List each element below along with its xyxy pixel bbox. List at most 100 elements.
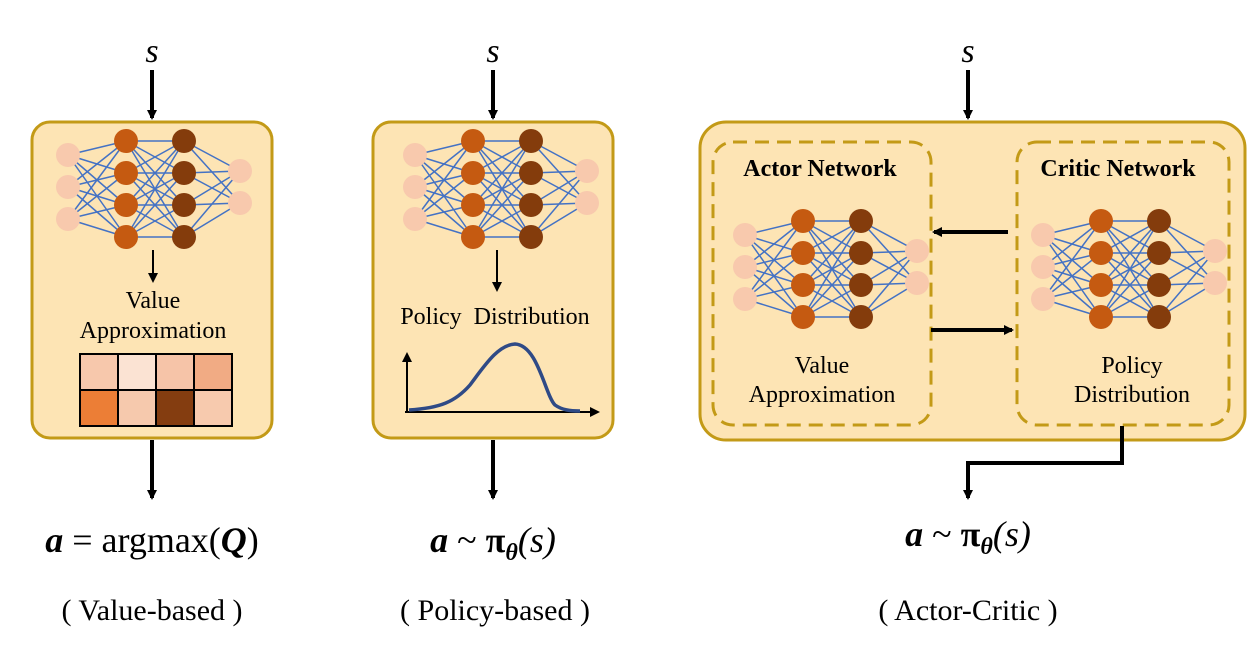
policy-action-pi: π [486,520,506,560]
hidden2-node [172,225,196,249]
value-based-panel: s Value Approximation a = argmax(Q) ( Va… [30,33,274,627]
ac-output-connector [963,426,1124,500]
nn-edge [860,250,918,318]
hidden1-node [1089,273,1113,297]
heatmap-cell [155,353,195,391]
value-action-formula: a = argmax(Q) [45,520,259,560]
heatmap-cell [117,353,157,391]
q-value-heatmap [79,353,233,427]
policy-output-title: Policy Distribution [400,304,589,330]
nn-edge [414,140,474,188]
hidden1-node [791,209,815,233]
hidden2-node [172,129,196,153]
hidden1-node [461,161,485,185]
input-node [733,287,757,311]
output-node [1203,239,1227,263]
value-action-lhs: a [45,520,63,560]
input-node [733,255,757,279]
output-node [575,191,599,215]
input-node [403,175,427,199]
heatmap-cell [79,389,119,427]
policy-caption: ( Policy-based ) [400,594,590,627]
ac-caption: ( Actor-Critic ) [878,594,1057,627]
output-node [228,191,252,215]
ac-action-theta: θ [980,534,993,560]
actor-network-box [711,140,933,427]
nn-edge [744,252,804,300]
actor-output-line2: Approximation [749,382,896,408]
value-neural-network [56,129,252,249]
value-action-q: Q [221,520,247,560]
policy-action-formula: a ~ πθ(s) [430,520,556,566]
hidden1-node [114,225,138,249]
nn-edge [744,220,804,268]
hidden1-node [1089,209,1113,233]
hidden2-node [1147,241,1171,265]
nn-edge [1100,220,1160,286]
critic-output-line2: Distribution [1074,382,1190,408]
nn-edge [67,172,127,220]
critic-neural-network [1031,209,1227,329]
output-node [228,159,252,183]
output-node [905,239,929,263]
hidden2-node [519,225,543,249]
nn-edge [530,170,588,238]
ac-action-pi: π [961,514,981,554]
policy-based-panel: s Policy Distribution a ~ πθ(s) ( Policy… [371,33,615,627]
nn-edge [1100,220,1160,318]
nn-edge [802,220,862,286]
output-node [905,271,929,295]
hidden2-node [1147,273,1171,297]
heatmap-cell [79,353,119,391]
hidden2-node [519,129,543,153]
hidden2-node [172,161,196,185]
hidden2-node [849,305,873,329]
nn-edge [1042,220,1102,300]
hidden2-node [849,273,873,297]
policy-distribution-plot [402,342,600,417]
critic-network-title: Critic Network [1040,156,1196,182]
hidden1-node [114,193,138,217]
nn-edge [472,172,532,238]
distribution-curve [408,342,581,413]
hidden2-node [519,161,543,185]
nn-edge [1042,220,1102,268]
hidden1-node [791,305,815,329]
input-node [56,143,80,167]
nn-edge [1158,250,1216,318]
policy-neural-network [403,129,599,249]
output-node [575,159,599,183]
output-node [1203,271,1227,295]
hidden2-node [1147,209,1171,233]
nn-edge [1042,252,1102,300]
nn-edge [472,140,532,206]
policy-action-tilde: ~ [448,520,485,560]
hidden2-node [172,193,196,217]
ac-action-arg: (s) [993,514,1031,554]
heatmap-cell [155,389,195,427]
nn-edge [414,172,474,220]
policy-input-label: s [486,33,499,70]
ac-panel-box [698,120,1247,442]
actor-neural-network [733,209,929,329]
nn-edge [67,140,127,188]
ac-input-label: s [961,33,974,70]
actor-output-line1: Value [795,353,850,379]
hidden2-node [1147,305,1171,329]
heatmap-cell [117,389,157,427]
hidden1-node [1089,241,1113,265]
value-caption: ( Value-based ) [61,594,242,627]
policy-action-theta: θ [505,540,518,566]
hidden1-node [461,225,485,249]
hidden2-node [519,193,543,217]
input-node [403,207,427,231]
ac-action-formula: a ~ πθ(s) [905,514,1031,560]
hidden1-node [461,129,485,153]
ac-action-tilde: ~ [923,514,960,554]
input-node [733,223,757,247]
hidden2-node [849,241,873,265]
critic-network-box [1015,140,1231,427]
hidden1-node [791,241,815,265]
input-node [56,207,80,231]
hidden1-node [114,161,138,185]
